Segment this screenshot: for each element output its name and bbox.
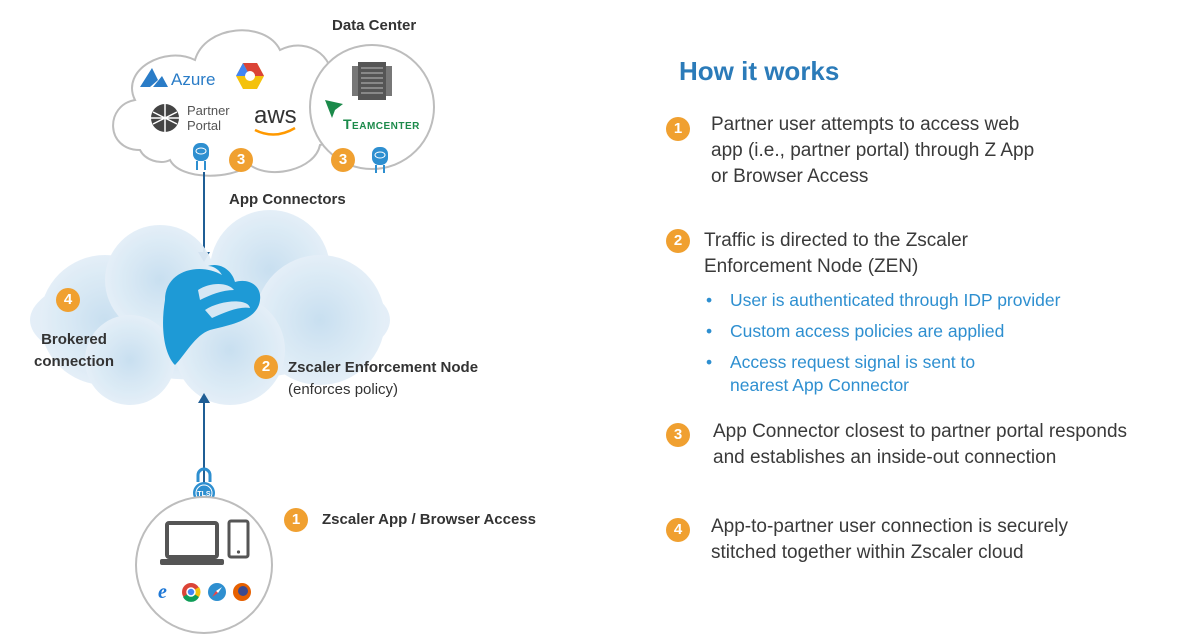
partner-portal-label: Partner Portal: [187, 103, 230, 133]
step-2-bullets: •User is authenticated through IDP provi…: [706, 289, 1060, 405]
laptop-icon: [160, 521, 224, 565]
partner-portal-icon: [151, 104, 179, 132]
safari-icon: [208, 583, 226, 601]
svg-text:TLS: TLS: [197, 491, 211, 498]
step-4-text: App-to-partner user connection is secure…: [711, 516, 1068, 563]
data-center-label: Data Center: [332, 17, 417, 34]
teamcenter-icon: [325, 100, 343, 118]
mobile-phone-icon: [227, 519, 250, 559]
how-it-works-title: How it works: [679, 56, 840, 86]
step-2-badge: 2: [666, 229, 690, 253]
step-3-badge: 3: [331, 148, 355, 172]
step-1-badge: 1: [284, 508, 308, 532]
chrome-icon: [182, 583, 201, 602]
step-4-badge: 4: [56, 288, 80, 312]
aws-label: aws: [254, 102, 297, 129]
server-icon: [352, 62, 392, 100]
step-1-text: Partner user attempts to access web app …: [711, 114, 1035, 187]
firefox-icon: [233, 583, 251, 601]
zen-label: Zscaler Enforcement Node: [288, 359, 479, 376]
step-2-badge: 2: [254, 355, 278, 379]
aws-smile-icon: [254, 126, 296, 136]
zscaler-logo-icon: [163, 264, 261, 365]
step-3-badge: 3: [229, 148, 253, 172]
app-connector-icon: [193, 143, 209, 170]
app-connector-icon: [372, 147, 388, 173]
bullet-item: •User is authenticated through IDP provi…: [706, 290, 1061, 310]
data-center-circle: [309, 44, 435, 170]
step-3-text: App Connector closest to partner portal …: [713, 421, 1128, 468]
arrow-up-icon: [198, 393, 210, 403]
azure-icon: [140, 68, 168, 87]
client-access-label: Zscaler App / Browser Access: [322, 511, 536, 528]
teamcenter-label: Teamcenter: [343, 116, 420, 132]
app-connectors-label: App Connectors: [229, 191, 346, 208]
architecture-diagram: TLS e: [30, 29, 435, 634]
bullet-item: •Custom access policies are applied: [706, 321, 1005, 341]
step-2-text: Traffic is directed to the Zscaler Enfor…: [704, 230, 968, 277]
step-4-badge: 4: [666, 518, 690, 542]
internet-explorer-icon: e: [158, 581, 167, 603]
brokered-connection-label: Brokered connection: [34, 331, 115, 370]
step-1-badge: 1: [666, 117, 690, 141]
step-3-badge: 3: [666, 423, 690, 447]
azure-label: Azure: [171, 70, 216, 89]
zen-sublabel: (enforces policy): [288, 381, 399, 398]
google-cloud-icon: [236, 63, 264, 89]
